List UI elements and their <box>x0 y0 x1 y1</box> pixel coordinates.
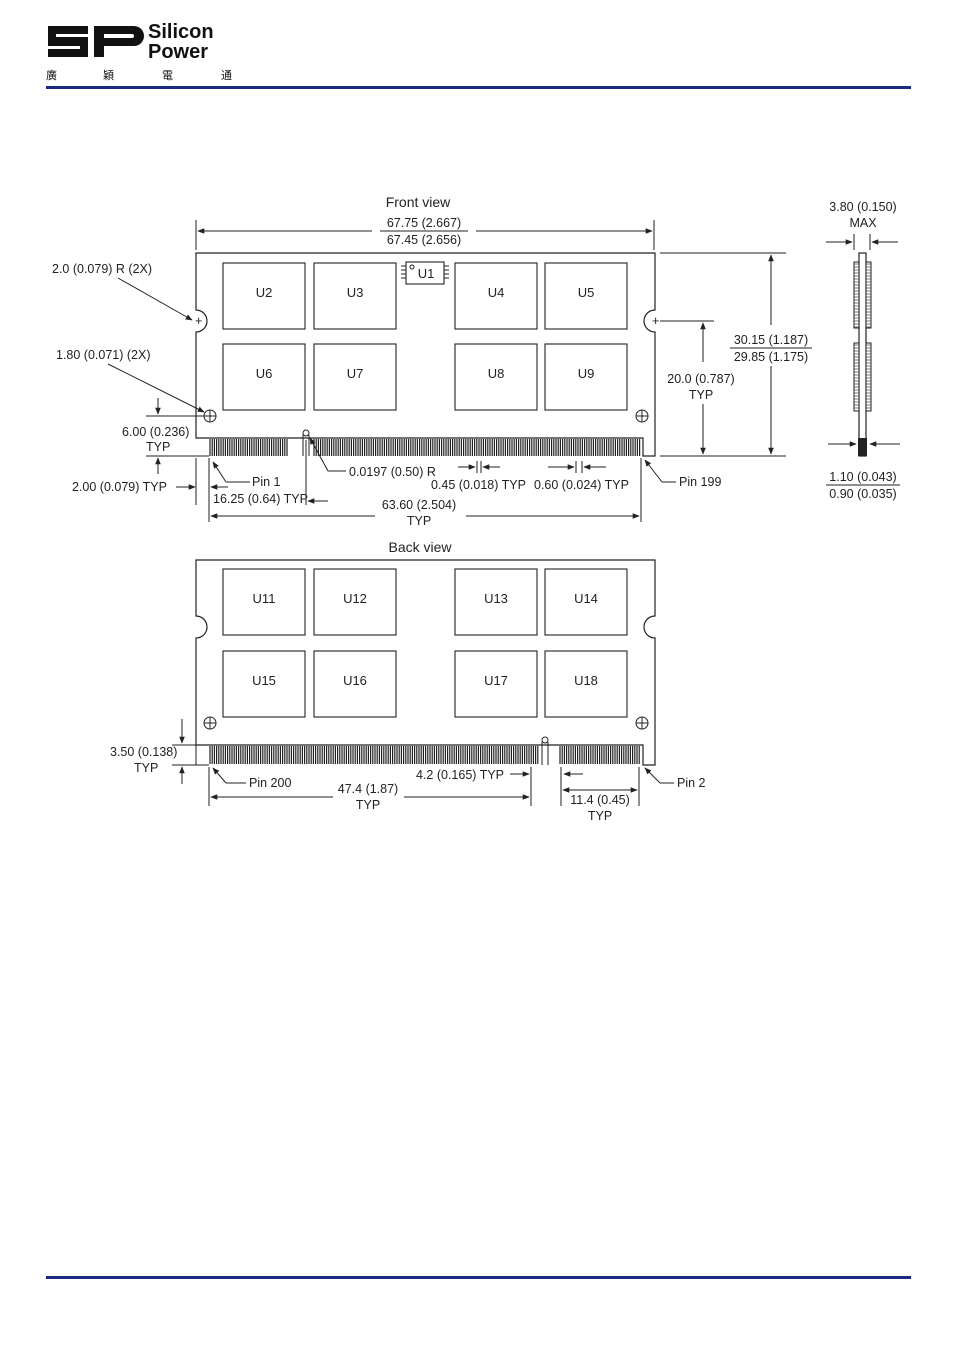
front-chip-u1: U1 <box>401 261 449 285</box>
front-key-notch-icon <box>302 429 310 456</box>
right-span-label: 11.4 (0.45) <box>570 793 630 807</box>
front-chip-u8: U8 <box>454 343 538 411</box>
front-width-min: 67.45 (2.656) <box>387 233 461 247</box>
svg-text:U13: U13 <box>484 591 508 606</box>
svg-text:U15: U15 <box>252 673 276 688</box>
svg-text:+: + <box>652 314 659 328</box>
svg-text:U8: U8 <box>488 366 505 381</box>
edge-offset-label: 2.00 (0.079) TYP <box>72 480 167 494</box>
back-chip-u11: U11 <box>222 568 306 636</box>
svg-text:U7: U7 <box>347 366 364 381</box>
back-chip-u16: U16 <box>313 650 397 718</box>
pin199-label: Pin 199 <box>679 475 721 489</box>
front-chip-u9: U9 <box>544 343 628 411</box>
front-width-max: 67.75 (2.667) <box>387 216 461 230</box>
silicon-power-logo: Silicon Power 廣 穎 電 通 <box>46 21 232 82</box>
front-chip-u5: U5 <box>544 262 628 330</box>
svg-text:U9: U9 <box>578 366 595 381</box>
svg-text:U3: U3 <box>347 285 364 300</box>
hole-dia-label: 1.80 (0.071) (2X) <box>56 348 151 362</box>
pcb-min-label: 0.90 (0.035) <box>829 487 896 501</box>
chinese-char-1: 廣 <box>46 68 57 82</box>
left-span-typ: TYP <box>356 798 380 812</box>
left-span-label: 47.4 (1.87) <box>338 782 398 796</box>
front-chip-u6: U6 <box>222 343 306 411</box>
svg-text:U4: U4 <box>488 285 505 300</box>
brand-line2: Power <box>148 41 208 63</box>
side-profile <box>853 252 872 457</box>
brand-line1: Silicon <box>148 21 214 43</box>
back-hole-height-typ: TYP <box>134 761 158 775</box>
back-chip-u14: U14 <box>544 568 628 636</box>
height-max-label: 30.15 (1.187) <box>734 333 808 347</box>
thick-max-label: 3.80 (0.150) <box>829 200 896 214</box>
svg-text:U17: U17 <box>484 673 508 688</box>
notch-height-typ: TYP <box>689 388 713 402</box>
svg-text:U6: U6 <box>256 366 273 381</box>
hole-height-typ: TYP <box>146 440 170 454</box>
back-left-hole-icon <box>203 716 217 730</box>
back-chip-u13: U13 <box>454 568 538 636</box>
back-right-hole-icon <box>635 716 649 730</box>
contact-span-label: 63.60 (2.504) <box>382 498 456 512</box>
front-right-hole-icon <box>635 409 649 423</box>
height-min-label: 29.85 (1.175) <box>734 350 808 364</box>
pin200-label: Pin 200 <box>249 776 291 790</box>
back-chip-u12: U12 <box>313 568 397 636</box>
chinese-char-2: 穎 <box>103 68 114 82</box>
pin-pitch-marker-icon <box>548 461 606 473</box>
right-span-typ: TYP <box>588 809 612 823</box>
key-offset-label: 16.25 (0.64) TYP <box>213 492 308 506</box>
back-contact-pins-right <box>559 746 640 764</box>
back-view-title: Back view <box>388 539 452 555</box>
svg-text:U1: U1 <box>418 266 435 281</box>
footer-rule <box>46 1276 911 1279</box>
front-chip-u4: U4 <box>454 262 538 330</box>
back-chip-u17: U17 <box>454 650 538 718</box>
page-header: Silicon Power 廣 穎 電 通 <box>0 0 954 92</box>
front-view-title: Front view <box>386 194 451 210</box>
front-chip-u7: U7 <box>313 343 397 411</box>
svg-text:U14: U14 <box>574 591 598 606</box>
chinese-char-3: 電 <box>162 69 173 82</box>
sp-mark-icon <box>48 26 144 57</box>
svg-text:U5: U5 <box>578 285 595 300</box>
front-pcb-outline <box>195 252 656 457</box>
back-chip-u18: U18 <box>544 650 628 718</box>
front-contact-pins-right <box>313 439 641 456</box>
svg-text:U11: U11 <box>253 591 276 606</box>
pin-width-marker-icon <box>458 461 500 473</box>
hole-height-label: 6.00 (0.236) <box>122 425 189 439</box>
pin1-label: Pin 1 <box>252 475 281 489</box>
front-chip-u2: U2 <box>222 262 306 330</box>
front-contact-pins-left <box>209 439 288 456</box>
notch-radius-label: 2.0 (0.079) R (2X) <box>52 262 152 276</box>
back-pcb-outline <box>195 559 656 766</box>
notch-height-label: 20.0 (0.787) <box>667 372 734 386</box>
svg-text:+: + <box>195 314 202 328</box>
back-chip-u15: U15 <box>222 650 306 718</box>
key-radius-label: 0.0197 (0.50) R <box>349 465 436 479</box>
front-chip-u3: U3 <box>313 262 397 330</box>
pcb-max-label: 1.10 (0.043) <box>829 470 896 484</box>
contact-span-typ: TYP <box>407 514 431 528</box>
back-hole-height-label: 3.50 (0.138) <box>110 745 177 759</box>
pin2-label: Pin 2 <box>677 776 706 790</box>
pin-width-label: 0.45 (0.018) TYP <box>431 478 526 492</box>
chinese-char-4: 通 <box>221 69 232 82</box>
pin-pitch-label: 0.60 (0.024) TYP <box>534 478 629 492</box>
svg-text:U18: U18 <box>574 673 598 688</box>
thick-max-caption: MAX <box>849 216 877 230</box>
back-contact-pins-left <box>209 746 539 764</box>
back-key-notch-icon <box>541 736 549 765</box>
back-key-offset-label: 4.2 (0.165) TYP <box>416 768 504 782</box>
header-rule <box>46 86 911 89</box>
svg-text:U16: U16 <box>343 673 367 688</box>
svg-text:U2: U2 <box>256 285 273 300</box>
svg-text:U12: U12 <box>343 591 367 606</box>
front-left-hole-icon <box>203 409 217 423</box>
